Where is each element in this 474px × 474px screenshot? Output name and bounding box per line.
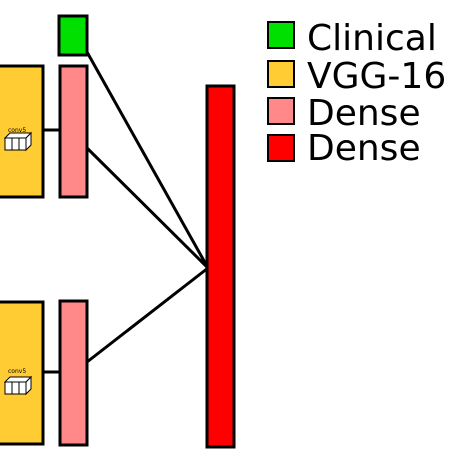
legend-label-vgg16: VGG-16 <box>307 56 446 97</box>
vgg16-block-bottom: conv5 <box>0 300 45 446</box>
dense-light-block-bottom <box>58 299 89 447</box>
legend-label-dense-dark: Dense <box>307 128 421 169</box>
legend-label-dense-light: Dense <box>307 93 421 134</box>
legend-label-clinical: Clinical <box>307 18 437 59</box>
legend-swatch-clinical <box>267 21 295 49</box>
dense-light-block-top <box>58 64 89 199</box>
legend-swatch-vgg16 <box>267 60 295 88</box>
clinical-block <box>57 14 89 57</box>
connector-dense-top <box>85 146 210 270</box>
legend-item-dense-dark: Dense <box>267 128 421 169</box>
connection-lines <box>43 51 210 374</box>
dense-output-block <box>205 84 236 449</box>
conv-label-bottom: conv5 <box>8 368 26 375</box>
connector-clinical <box>85 51 210 269</box>
legend-item-clinical: Clinical <box>267 18 437 59</box>
legend-swatch-dense-light <box>267 97 295 125</box>
vgg16-block-top: conv5 <box>0 64 45 199</box>
legend-item-dense-light: Dense <box>267 93 421 134</box>
conv-cube-icon-bottom <box>3 375 33 396</box>
connector-dense-bottom <box>86 266 209 364</box>
legend: Clinical VGG-16 Dense Dense <box>267 18 446 169</box>
legend-swatch-dense-dark <box>267 134 295 162</box>
conv-label-top: conv5 <box>8 127 26 134</box>
conv-cube-icon-top <box>3 131 33 152</box>
legend-item-vgg16: VGG-16 <box>267 56 446 97</box>
